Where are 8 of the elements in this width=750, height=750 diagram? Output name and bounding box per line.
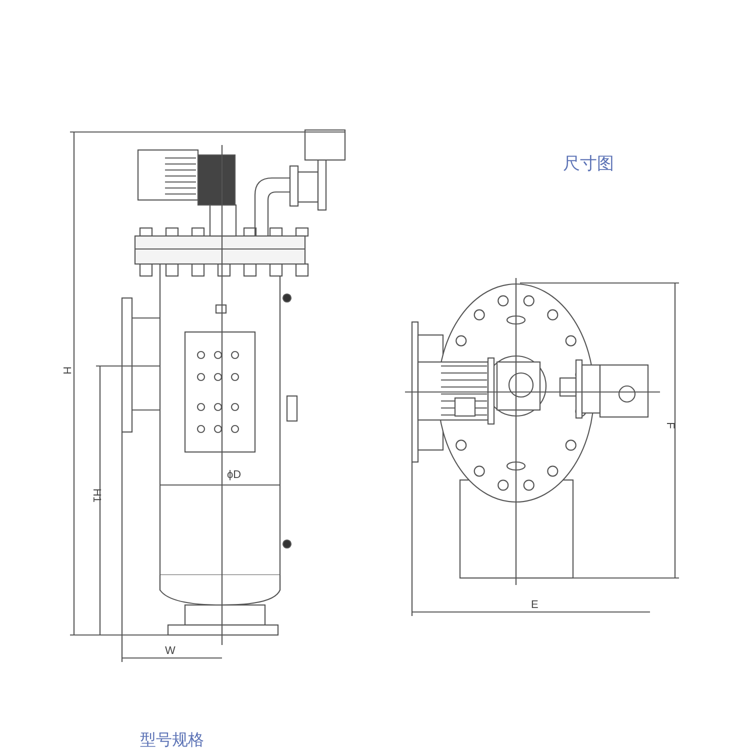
dimension-label: H: [60, 366, 72, 374]
dimension-label: H1: [90, 488, 102, 503]
title-text: 尺寸图: [563, 155, 614, 172]
heading-text: 型号规格: [140, 733, 204, 749]
dimension-label: ϕD: [227, 470, 242, 481]
dimension-label: E: [531, 600, 538, 611]
dimension-label: F: [664, 422, 675, 429]
dimension-label: W: [165, 646, 176, 657]
